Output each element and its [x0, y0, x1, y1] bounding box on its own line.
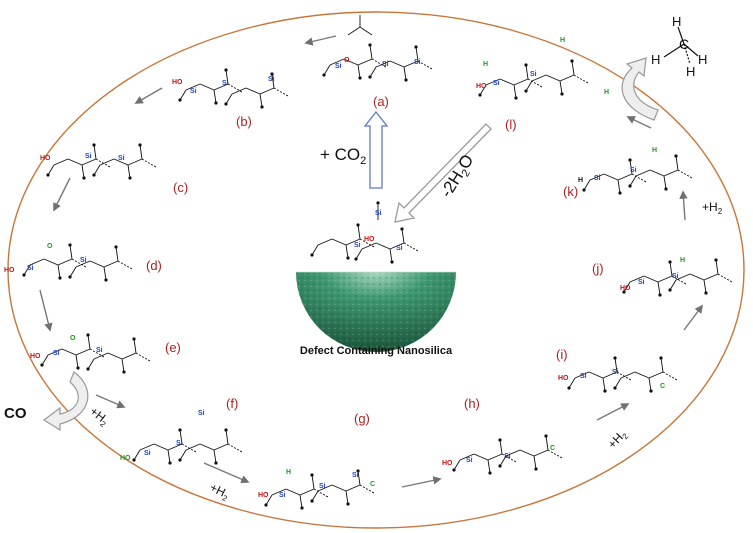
svg-text:HO: HO: [258, 492, 269, 499]
co2-addition-arrow: [363, 110, 389, 189]
svg-text:Si: Si: [504, 453, 511, 460]
svg-text:HO: HO: [4, 267, 15, 274]
h2-label-e-f: +H2: [86, 404, 112, 429]
step-label-j: (j): [592, 261, 604, 276]
step-label-h: (h): [464, 396, 480, 411]
step-label-a: (a): [373, 94, 389, 109]
svg-text:Si: Si: [530, 71, 537, 78]
svg-text:H: H: [680, 257, 685, 264]
svg-text:Si: Si: [279, 492, 286, 499]
co2-label: + CO2: [320, 145, 366, 167]
water-removal-arrow: [394, 123, 492, 223]
svg-text:O: O: [70, 335, 76, 342]
svg-text:HO: HO: [40, 155, 51, 162]
svg-text:Si: Si: [354, 242, 361, 249]
methane-molecule: C H H H H: [651, 14, 707, 79]
molecule-c: [45, 142, 157, 181]
svg-text:H: H: [686, 64, 695, 79]
svg-text:H: H: [651, 52, 660, 67]
svg-text:H: H: [578, 177, 583, 184]
svg-text:Si: Si: [176, 440, 183, 447]
svg-text:Si: Si: [222, 80, 229, 87]
co-release-arrow: [42, 371, 89, 432]
svg-text:C: C: [660, 383, 665, 390]
step-label-g: (g): [354, 411, 370, 426]
svg-text:Si: Si: [594, 175, 601, 182]
svg-text:Si: Si: [319, 483, 326, 490]
svg-text:HO: HO: [442, 460, 453, 467]
svg-text:H: H: [604, 89, 609, 96]
svg-text:Si: Si: [414, 59, 421, 66]
svg-text:C: C: [550, 445, 555, 452]
svg-text:Si: Si: [382, 61, 389, 68]
svg-text:C: C: [370, 481, 375, 488]
svg-text:Si: Si: [96, 347, 103, 354]
h2-label-f-g: +H2: [207, 480, 233, 503]
svg-text:Si: Si: [80, 257, 87, 264]
svg-text:Si: Si: [375, 210, 382, 217]
h2-label-h-i: +H2: [605, 427, 631, 453]
step-label-c: (c): [173, 180, 188, 195]
svg-text:HO: HO: [30, 353, 41, 360]
svg-text:H: H: [286, 469, 291, 476]
svg-text:Si: Si: [630, 167, 637, 174]
svg-text:Si: Si: [53, 350, 60, 357]
svg-text:Si: Si: [672, 273, 679, 280]
svg-text:HO: HO: [364, 236, 375, 243]
svg-text:O: O: [344, 57, 350, 64]
h2-label-j-k: +H2: [702, 200, 723, 216]
cycle-arrows: [39, 35, 704, 488]
cycle-ellipse: [7, 11, 745, 529]
methane-release-arrow: [621, 57, 659, 121]
step-label-l: (l): [505, 117, 517, 132]
nanosilica-particle: [296, 271, 456, 352]
svg-text:Si: Si: [144, 450, 151, 457]
step-label-i: (i): [556, 347, 568, 362]
svg-text:Si: Si: [268, 76, 275, 83]
svg-text:O: O: [47, 243, 53, 250]
svg-text:Si: Si: [198, 410, 205, 417]
svg-text:Si: Si: [466, 457, 473, 464]
central-molecule: [309, 201, 419, 265]
svg-text:HO: HO: [558, 375, 569, 382]
svg-text:Si: Si: [638, 279, 645, 286]
molecule-f: [131, 427, 243, 466]
svg-text:H: H: [483, 61, 488, 68]
step-label-k: (k): [563, 184, 578, 199]
step-label-f: (f): [226, 396, 238, 411]
svg-text:HO: HO: [620, 285, 631, 292]
step-label-d: (d): [146, 258, 162, 273]
co-label: CO: [4, 405, 27, 422]
svg-text:Si: Si: [118, 155, 125, 162]
svg-text:Si: Si: [85, 153, 92, 160]
svg-text:H: H: [652, 147, 657, 154]
step-label-b: (b): [236, 114, 252, 129]
svg-text:Si: Si: [580, 373, 587, 380]
svg-text:Si: Si: [396, 245, 403, 252]
svg-text:Si: Si: [493, 80, 500, 87]
molecule-d: [21, 242, 133, 283]
step-label-e: (e): [165, 340, 181, 355]
svg-text:H: H: [672, 14, 681, 29]
svg-text:Si: Si: [190, 88, 197, 95]
molecule-a: [321, 15, 433, 83]
svg-text:HO: HO: [172, 79, 183, 86]
svg-text:HO: HO: [120, 455, 131, 462]
svg-text:C: C: [679, 36, 689, 52]
svg-text:HO: HO: [476, 83, 487, 90]
nanosilica-caption: Defect Containing Nanosilica: [300, 345, 453, 357]
svg-text:H: H: [698, 52, 707, 67]
svg-text:Si: Si: [352, 472, 359, 479]
svg-text:H: H: [560, 37, 565, 44]
svg-text:Si: Si: [335, 63, 342, 70]
atom-labels: Si Si Si O HO Si Si Si HO Si Si HO Si O …: [4, 37, 685, 499]
svg-text:Si: Si: [27, 265, 34, 272]
svg-text:Si: Si: [612, 369, 619, 376]
